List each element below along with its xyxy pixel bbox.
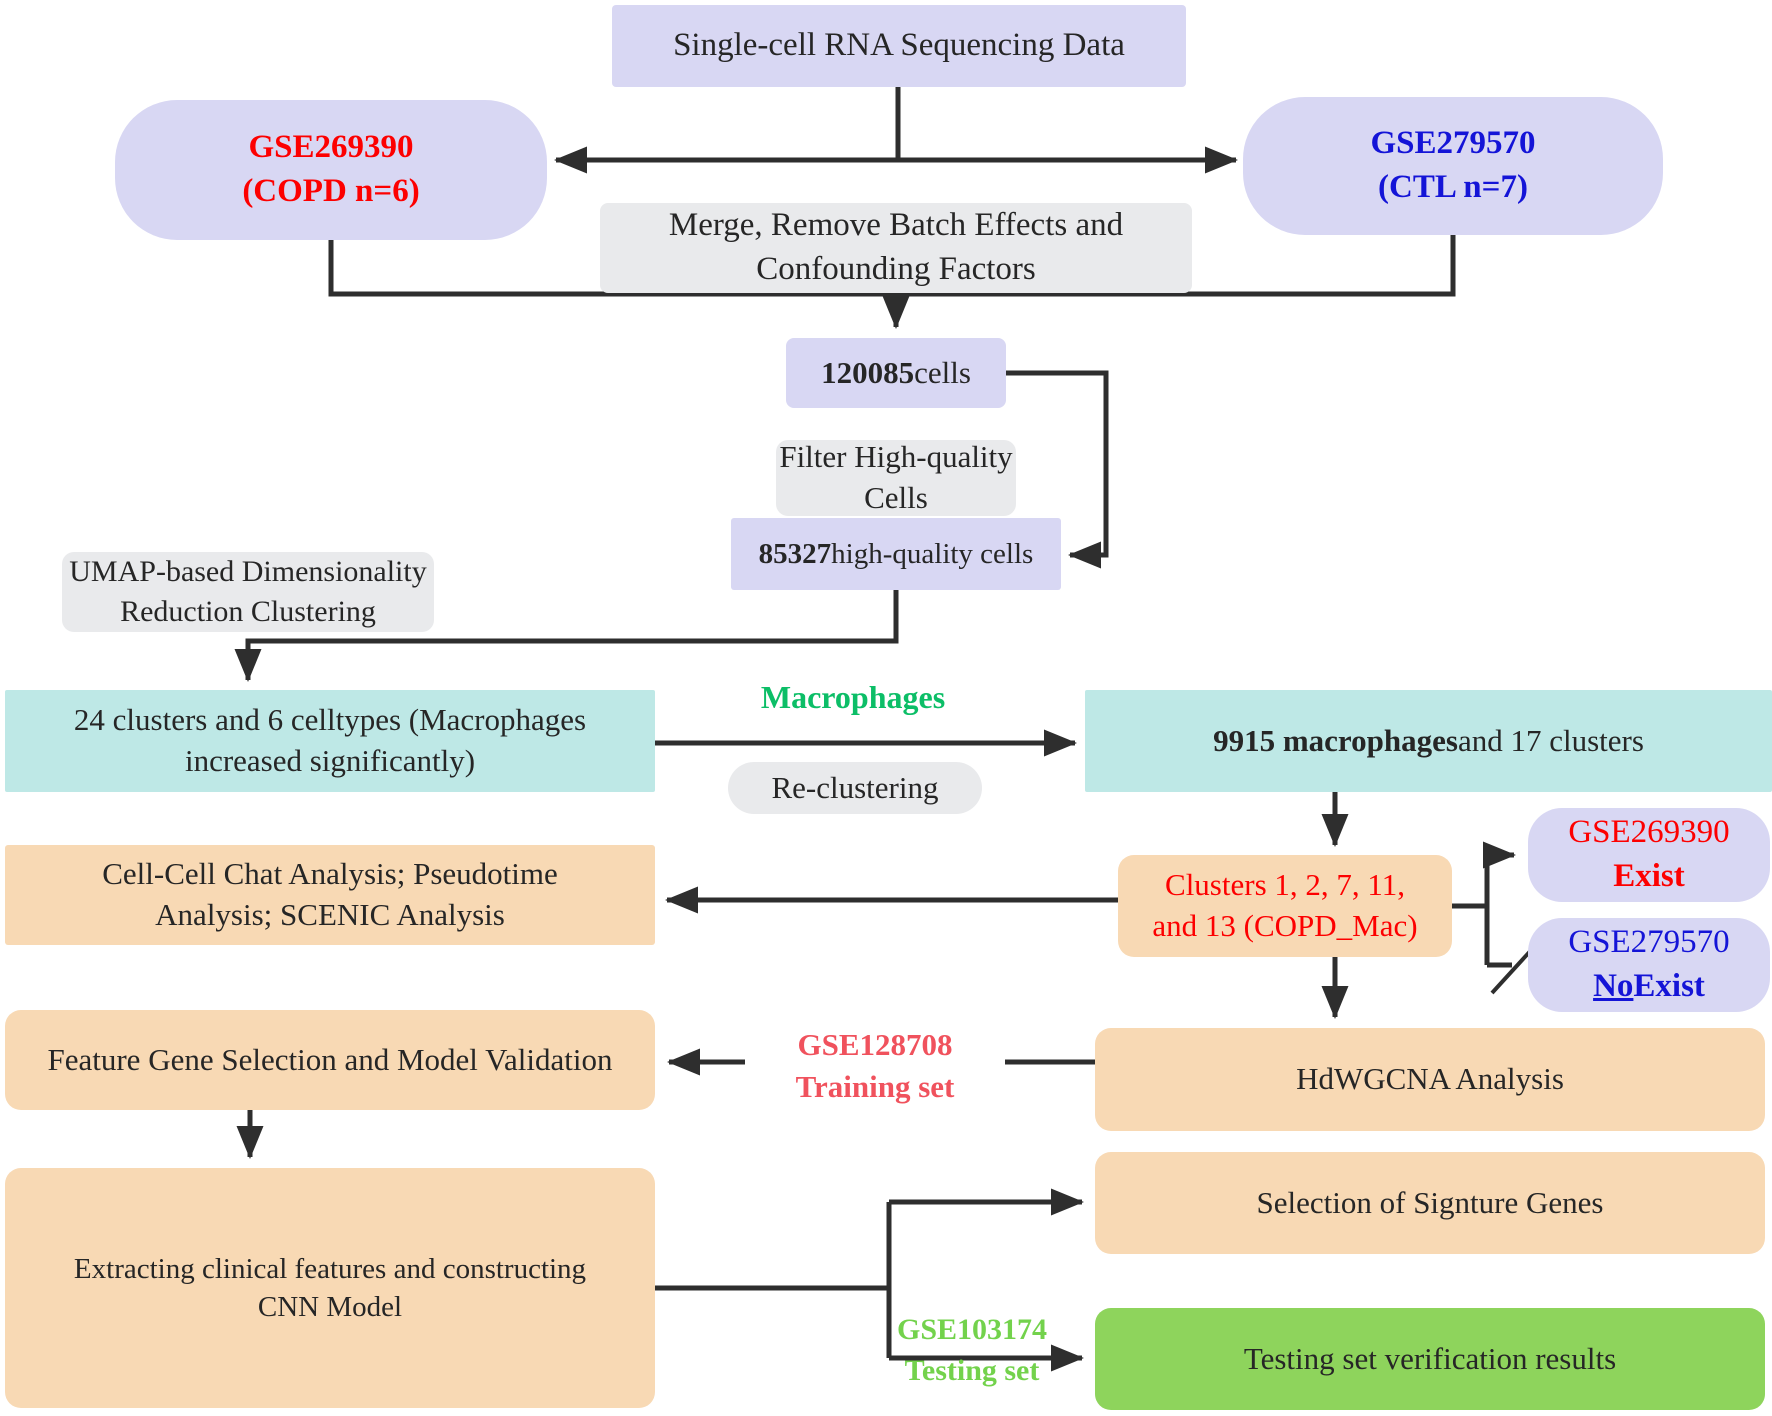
- edge-label-text: Macrophages: [760, 679, 946, 715]
- edge-label-line1: GSE103174: [896, 1313, 1048, 1346]
- node-label-line2: Reduction Clustering: [120, 595, 376, 628]
- node-cnn-model: Extracting clinical features and constru…: [5, 1168, 655, 1408]
- node-label-line2: Cells: [864, 480, 928, 515]
- node-re-clustering: Re-clustering: [728, 762, 982, 814]
- node-signature-genes: Selection of Signture Genes: [1095, 1152, 1765, 1254]
- training-set-edge-label: GSE128708 Training set: [745, 1024, 1005, 1104]
- noexist-no: No: [1593, 968, 1634, 1004]
- noexist-exist: Exist: [1633, 968, 1705, 1004]
- node-label: Testing set verification results: [1243, 1340, 1617, 1376]
- node-label-line1: Cell-Cell Chat Analysis; Pseudotime: [102, 856, 558, 892]
- macrophage-rest: and 17 clusters: [1457, 722, 1644, 758]
- node-label: Re-clustering: [771, 769, 939, 805]
- testing-set-edge-label: GSE103174 Testing set: [872, 1310, 1072, 1391]
- cell-count-suffix: high-quality cells: [831, 537, 1034, 570]
- node-label-line1: Extracting clinical features and constru…: [73, 1252, 587, 1285]
- node-total-cells: 120085cells: [786, 338, 1006, 408]
- node-label-line2: and 13 (COPD_Mac): [1152, 908, 1418, 943]
- macrophages-edge-label: Macrophages: [733, 676, 973, 719]
- no-entry-slash: [1490, 945, 1536, 995]
- node-label-line: 9915 macrophagesand 17 clusters: [1213, 721, 1644, 762]
- exist-flag: Exist: [1613, 858, 1685, 894]
- node-9915-macrophages: 9915 macrophagesand 17 clusters: [1085, 690, 1772, 792]
- cell-count-line: 85327high-quality cells: [759, 535, 1034, 573]
- node-label-line2: CNN Model: [257, 1291, 403, 1323]
- cell-count-line: 120085cells: [821, 353, 971, 394]
- node-gse279570-noexist: GSE279570 NoExist: [1528, 918, 1770, 1012]
- node-label: Feature Gene Selection and Model Validat…: [47, 1041, 613, 1077]
- node-merge-batch-effects: Merge, Remove Batch Effects and Confound…: [600, 203, 1192, 293]
- dataset-id: GSE279570: [1568, 924, 1730, 961]
- cell-count: 120085: [821, 354, 915, 390]
- connector-cells-filter-loop: [1006, 370, 1109, 569]
- dataset-id: GSE269390: [248, 129, 414, 166]
- edge-label-line2: Testing set: [904, 1353, 1040, 1387]
- connector-hq-to-clusters: [234, 590, 899, 683]
- macrophage-count: 9915 macrophages: [1213, 722, 1458, 758]
- node-label: Single-cell RNA Sequencing Data: [673, 27, 1125, 64]
- node-copd-mac-clusters: Clusters 1, 2, 7, 11, and 13 (COPD_Mac): [1118, 855, 1452, 957]
- node-single-cell-data: Single-cell RNA Sequencing Data: [612, 5, 1186, 87]
- node-label-line1: 24 clusters and 6 celltypes (Macrophages: [73, 702, 587, 738]
- node-label-line1: Merge, Remove Batch Effects and: [668, 207, 1124, 244]
- node-gse269390-copd: GSE269390 (COPD n=6): [115, 100, 547, 240]
- node-gse279570-ctl: GSE279570 (CTL n=7): [1243, 97, 1663, 235]
- node-hdwgcna-analysis: HdWGCNA Analysis: [1095, 1028, 1765, 1131]
- edge-label-line1: GSE128708: [797, 1027, 953, 1062]
- node-umap-clustering: UMAP-based Dimensionality Reduction Clus…: [62, 552, 434, 632]
- noexist-flag: NoExist: [1593, 965, 1705, 1009]
- node-label-line2: Confounding Factors: [756, 251, 1036, 287]
- node-label-line2: increased significantly): [184, 743, 476, 778]
- connector-datasets-collector: [328, 235, 1456, 297]
- node-testing-verification: Testing set verification results: [1095, 1308, 1765, 1410]
- node-high-quality-cells: 85327high-quality cells: [731, 518, 1061, 590]
- edge-label-line2: Training set: [795, 1068, 955, 1104]
- node-gse269390-exist: GSE269390 Exist: [1528, 808, 1770, 902]
- node-feature-gene-selection: Feature Gene Selection and Model Validat…: [5, 1010, 655, 1110]
- node-cellchat-pseudotime-scenic: Cell-Cell Chat Analysis; Pseudotime Anal…: [5, 845, 655, 945]
- dataset-id: GSE269390: [1568, 814, 1730, 851]
- node-label-line2: Analysis; SCENIC Analysis: [155, 897, 505, 932]
- node-filter-cells: Filter High-quality Cells: [776, 439, 1016, 516]
- cell-count: 85327: [758, 537, 832, 570]
- dataset-detail: (COPD n=6): [242, 173, 420, 209]
- node-label-line1: UMAP-based Dimensionality: [69, 555, 427, 589]
- cell-count-suffix: cells: [914, 354, 971, 390]
- node-label: HdWGCNA Analysis: [1296, 1061, 1564, 1097]
- node-24-clusters: 24 clusters and 6 celltypes (Macrophages…: [5, 690, 655, 792]
- dataset-detail: (CTL n=7): [1378, 169, 1528, 205]
- dataset-id: GSE279570: [1370, 125, 1536, 162]
- node-label-line1: Clusters 1, 2, 7, 11,: [1165, 867, 1405, 903]
- node-label: Selection of Signture Genes: [1256, 1184, 1604, 1220]
- node-label-line1: Filter High-quality: [779, 439, 1013, 475]
